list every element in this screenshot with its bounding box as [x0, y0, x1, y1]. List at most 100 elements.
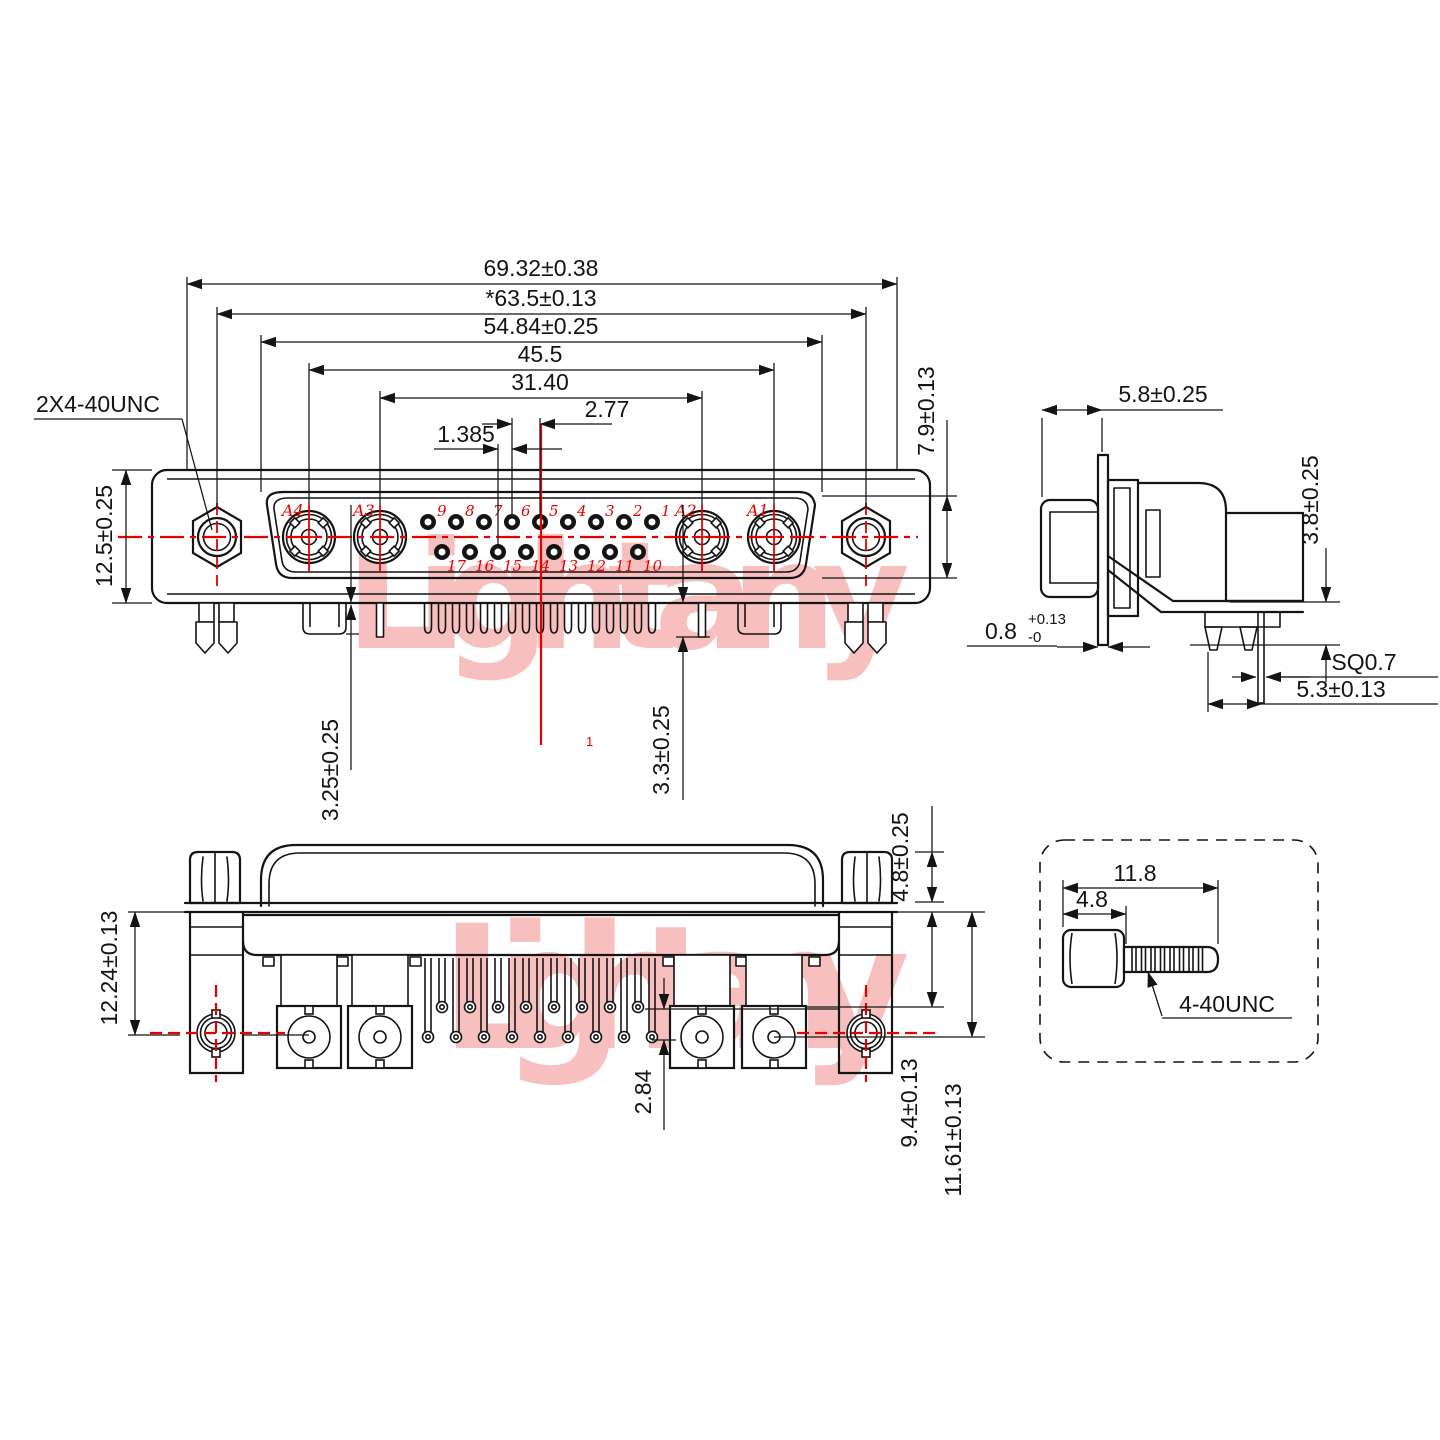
dim-pin-square: SQ0.7 [1331, 649, 1396, 675]
coax-label: A1 [745, 501, 769, 520]
pin-number: 12 [587, 557, 606, 575]
pin-number: 16 [475, 557, 495, 575]
dim-overall-width: 69.32±0.38 [484, 255, 599, 281]
dim-standoff-height: 3.8±0.25 [1297, 455, 1323, 544]
solder-tail [577, 603, 587, 634]
solder-tail [647, 603, 657, 634]
screw-drawing [1061, 928, 1220, 989]
dim-tail-offset: 2.84 [630, 1069, 656, 1114]
solder-tail [549, 603, 559, 634]
pin-number: 17 [447, 557, 467, 575]
bottom-shell [183, 843, 899, 1075]
detail-boundary [1039, 839, 1319, 1063]
pin-number: 10 [643, 557, 663, 575]
bottom-coax-block [346, 954, 414, 1070]
dim-row-offset: 1.385 [437, 421, 495, 447]
front-coax-legs [302, 602, 782, 638]
front-centerlines [118, 424, 918, 745]
bottom-pin [533, 958, 547, 1044]
bottom-pin [463, 958, 477, 1014]
dim-pin-offset: 5.3±0.13 [1296, 676, 1385, 702]
bottom-view: 12.24±0.13 2.84 4.8±0.25 9.4±0.13 11.61±… [96, 806, 985, 1197]
solder-tail [633, 603, 643, 634]
solder-tail [493, 603, 503, 634]
bottom-hex-standoff-right [840, 850, 894, 905]
pin-number: 5 [549, 502, 559, 520]
solder-tail [451, 603, 461, 634]
bottom-pin [519, 958, 533, 1014]
pin-number: 6 [521, 502, 531, 520]
detail-thread-label: 4-40UNC [1179, 991, 1275, 1017]
bottom-pin [631, 958, 645, 1014]
bottom-pin [421, 958, 435, 1044]
screw-detail-view: 11.8 4.8 4-40UNC [1039, 839, 1319, 1063]
dim-flange-tol-plus: +0.13 [1028, 611, 1066, 628]
solder-tail [605, 603, 615, 634]
dim-hole-offset: 12.24±0.13 [96, 911, 122, 1026]
front-shroud-outer [265, 490, 817, 580]
bottom-centerlines [150, 985, 936, 1082]
bottom-pin [449, 958, 463, 1044]
bottom-pin [547, 958, 561, 1014]
dim-mount-span: *63.5±0.13 [485, 285, 596, 311]
dim-left-leg: 3.25±0.25 [317, 719, 343, 821]
pin-number: 1 [661, 502, 671, 520]
front-right-clip [844, 602, 887, 654]
bottom-pin [561, 958, 575, 1044]
dim-total-length: 11.8 [1113, 860, 1156, 886]
bottom-pin [491, 958, 505, 1014]
side-dimension-lines [967, 404, 1438, 712]
solder-tail [465, 603, 475, 634]
dim-flange-tol-minus: -0 [1028, 629, 1041, 646]
dim-flange-thickness: 0.8 [985, 618, 1017, 644]
dim-shroud-span: 54.84±0.25 [484, 313, 599, 339]
side-view: 5.8±0.25 3.8±0.25 0.8 +0.13 -0 SQ0.7 5.3… [967, 381, 1438, 712]
dim-coax-outer-span: 45.5 [518, 341, 563, 367]
dim-pin-pitch: 2.77 [585, 396, 630, 422]
pin-number: 9 [437, 502, 447, 520]
pin-number: 15 [503, 557, 522, 575]
solder-tail [591, 603, 601, 634]
bottom-pin [575, 958, 589, 1014]
dim-coax-inner-span: 31.40 [511, 369, 569, 395]
solder-tail [507, 603, 517, 634]
front-dimension-lines [34, 278, 953, 800]
bottom-right-column [837, 910, 894, 1075]
solder-tail [423, 603, 433, 634]
bottom-pin [477, 958, 491, 1044]
coax-label: A3 [351, 501, 375, 520]
bottom-left-column [188, 910, 245, 1075]
solder-tail [563, 603, 573, 634]
bottom-hex-standoff-left [188, 850, 242, 905]
bottom-coax-block [668, 954, 736, 1070]
dim-right-leg: 3.3±0.25 [648, 705, 674, 794]
bottom-tabs [262, 956, 821, 967]
pin-number: 13 [559, 557, 578, 575]
solder-tail [619, 603, 629, 634]
bottom-coax-block [740, 954, 808, 1070]
dim-flange-height: 12.5±0.25 [91, 485, 117, 587]
bottom-pin [505, 958, 519, 1044]
bottom-dimension-lines [129, 806, 978, 1130]
bottom-pin [589, 958, 603, 1044]
dim-standoff-width: 4.8±0.25 [887, 812, 913, 901]
bottom-pin [617, 958, 631, 1044]
dim-shroud-height: 7.9±0.13 [913, 366, 939, 455]
bottom-coax-block [275, 954, 343, 1070]
front-shroud-inner [273, 497, 809, 573]
pin-number: 4 [576, 502, 587, 520]
pin-number: 3 [605, 502, 615, 520]
coax-label: A2 [673, 501, 697, 520]
coax-label: A4 [280, 501, 304, 520]
solder-tail [521, 603, 531, 634]
pin-number: 2 [632, 502, 643, 520]
pin-number: 8 [465, 502, 475, 520]
dim-row1-depth: 9.4±0.13 [896, 1058, 922, 1147]
watermark-front: Lightany [345, 510, 910, 684]
bottom-pin [435, 958, 449, 1014]
dim-bushing-depth: 5.8±0.25 [1118, 381, 1207, 407]
